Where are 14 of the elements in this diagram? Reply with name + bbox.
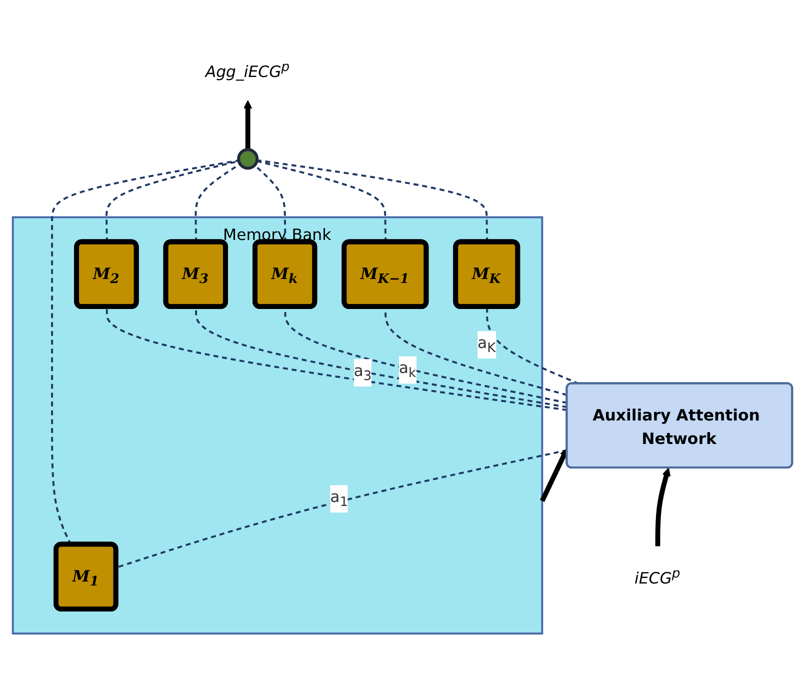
node-text: iECG$^{p}$ [634,566,680,588]
node-circle [237,148,259,170]
connector [116,449,568,568]
arrow [540,448,568,502]
connector [106,306,568,411]
edge-label: a$_{k}$ [398,358,416,381]
edge-label: a$_{3}$ [354,360,372,384]
arrow [655,467,671,546]
cluster [12,216,544,634]
edge-label: a$_{K}$ [478,332,496,356]
edge-label: a$_{1}$ [330,486,348,510]
connector [486,306,580,384]
node-text: Agg_iECG$^{p}$ [205,60,290,82]
arrow [244,100,252,150]
